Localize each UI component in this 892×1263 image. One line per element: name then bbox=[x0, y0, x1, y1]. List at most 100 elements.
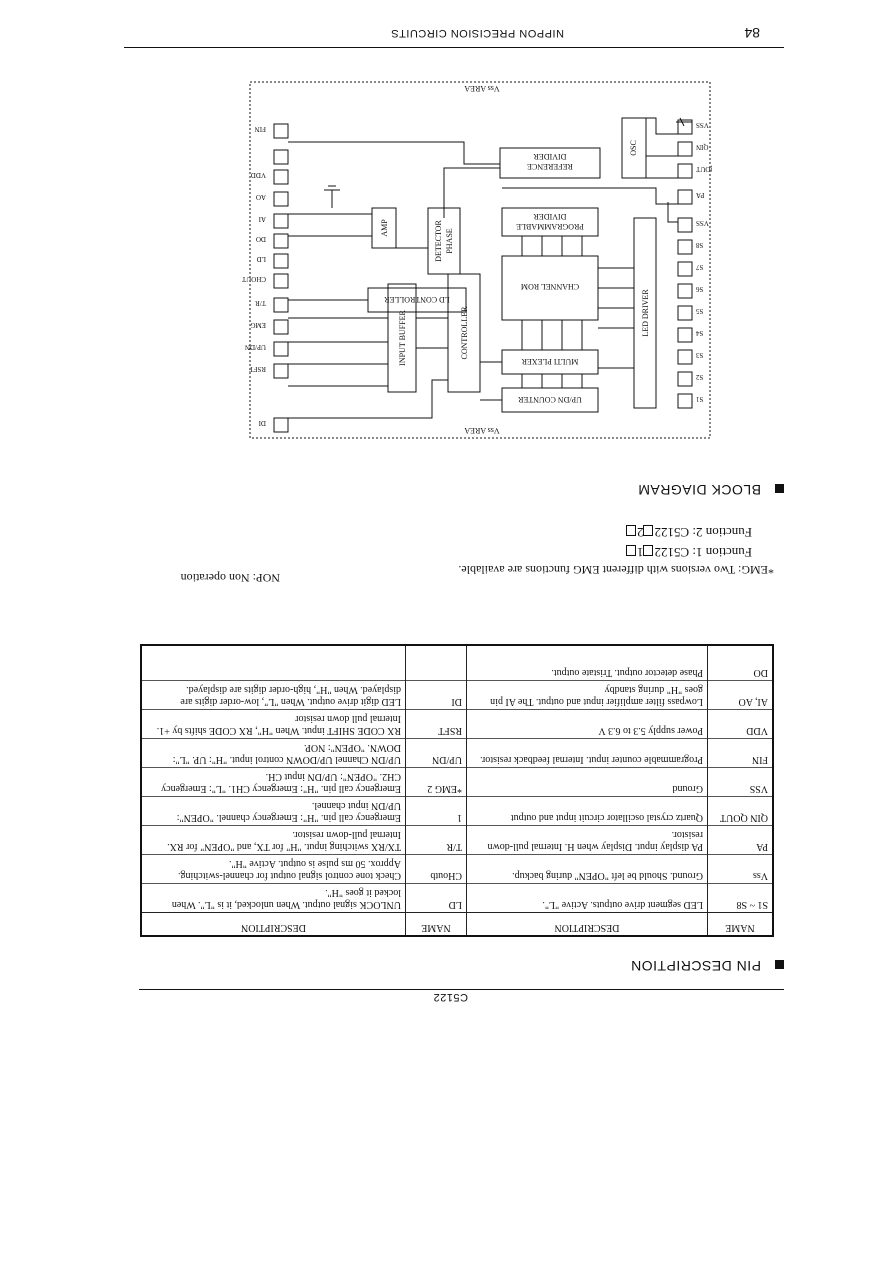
table-row: VSS Ground *EMG 2 Emergency call pin. "H… bbox=[141, 767, 773, 797]
col-header: DESCRIPTION bbox=[141, 912, 406, 936]
pin-name: DI bbox=[405, 680, 467, 710]
block-label: INPUT BUFFER bbox=[398, 310, 407, 366]
block-label: CHANNEL ROM bbox=[521, 282, 579, 291]
programmable-divider-block bbox=[501, 207, 599, 237]
pin-desc: Emergency call pin. "H": Emergency CH1. … bbox=[141, 767, 406, 797]
pin-name: VSS bbox=[707, 767, 773, 797]
pin-label: DI bbox=[258, 419, 266, 427]
footer-rule bbox=[124, 47, 784, 48]
pin-label: VSS bbox=[696, 219, 709, 227]
header-rule bbox=[139, 989, 784, 990]
part-number: C5122 bbox=[433, 991, 468, 1003]
pin-label: T/R bbox=[255, 299, 266, 307]
pin-label: QOUT bbox=[695, 165, 712, 173]
pin-desc: Check tone control signal output for cha… bbox=[141, 854, 406, 884]
table-row: Vss Ground. Should be left "OPEN" during… bbox=[141, 854, 773, 884]
function-2-label: Function 2: C5122 bbox=[654, 525, 752, 540]
col-header: NAME bbox=[707, 912, 773, 936]
pin-desc bbox=[141, 645, 406, 681]
pin-label: PA bbox=[696, 191, 704, 199]
pin-label: FIN bbox=[255, 125, 266, 133]
pin-name: Vss bbox=[707, 854, 773, 884]
section-title: BLOCK DIAGRAM bbox=[637, 482, 761, 498]
company-name: NIPPON PRECISION CIRCUITS bbox=[390, 27, 564, 39]
pin-label: DO bbox=[256, 235, 266, 243]
pin-name: FIN bbox=[707, 738, 773, 768]
block-label: CONTROLLER bbox=[460, 306, 469, 360]
block-label: OSC bbox=[629, 140, 638, 156]
function-1: Function 1: C51221 bbox=[625, 544, 752, 560]
section-marker-icon bbox=[775, 960, 784, 970]
pin-name: AI, AO bbox=[707, 680, 773, 710]
vss-area-label: Vss AREA bbox=[464, 84, 500, 93]
function-1-label: Function 1: C5122 bbox=[654, 545, 752, 560]
pin-desc: Emergency call pin. "H": Emergency chann… bbox=[141, 796, 406, 826]
table-row: VDD Power supply 5.3 to 6.3 V RSFT RX CO… bbox=[141, 709, 773, 739]
led-driver-block bbox=[633, 217, 657, 409]
col-header: NAME bbox=[405, 912, 467, 936]
emg-note: *EMG: Two versions with different EMG fu… bbox=[458, 563, 774, 577]
pin-desc: Ground bbox=[466, 767, 708, 797]
pin-name: CHoutb bbox=[405, 854, 467, 884]
pin-desc: Ground. Should be left "OPEN" during bac… bbox=[466, 854, 708, 884]
pin-desc: TX/RX switching input. "H" for TX, and "… bbox=[141, 825, 406, 855]
pin-label: RSFT bbox=[249, 365, 266, 373]
pin-label: S3 bbox=[696, 351, 704, 359]
pin-name: LD bbox=[405, 883, 467, 913]
pin-name: S1 ~ S8 bbox=[707, 883, 773, 913]
block-label: MULTI PLEXER bbox=[521, 357, 578, 366]
vss-area-label: Vss AREA bbox=[464, 426, 500, 435]
checkbox-icon bbox=[643, 525, 654, 537]
pin-label: AO bbox=[256, 193, 266, 201]
table-row: QIN QOUT Quartz crystal oscillator circu… bbox=[141, 796, 773, 826]
pin-desc: RX CODE SHIFT input. When "H", RX CODE s… bbox=[141, 709, 406, 739]
block-label: LD CONTROLLER bbox=[384, 295, 450, 304]
pin-desc: Lowpass filter amplifier input and outpu… bbox=[466, 680, 708, 710]
pin-name: UP/DN bbox=[405, 738, 467, 768]
input-buffer-block bbox=[387, 283, 417, 393]
checkbox-icon bbox=[625, 525, 636, 537]
right-pins bbox=[273, 123, 289, 433]
pin-desc: LED segment drive outputs. Active "L". bbox=[466, 883, 708, 913]
pin-name: VDD bbox=[707, 709, 773, 739]
pin-label: VDD bbox=[251, 171, 266, 179]
pin-description-heading: PIN DESCRIPTION bbox=[631, 958, 784, 974]
pin-label: AI bbox=[258, 215, 266, 223]
block-label: PHASE bbox=[445, 228, 454, 253]
table-row: FIN Programmable counter input. Internal… bbox=[141, 738, 773, 768]
page-number: 84 bbox=[744, 25, 760, 41]
col-header: DESCRIPTION bbox=[466, 912, 708, 936]
table-header-row: NAME DESCRIPTION NAME DESCRIPTION bbox=[141, 912, 773, 936]
function-2: Function 2: C5122 2 bbox=[625, 524, 752, 540]
pin-label: S5 bbox=[696, 307, 704, 315]
pin-name: *EMG 2 bbox=[405, 767, 467, 797]
pin-label: S6 bbox=[696, 285, 704, 293]
pin-desc: PA display input. Display when H. Intern… bbox=[466, 825, 708, 855]
pin-label: S2 bbox=[696, 373, 704, 381]
block-label: DIVIDER bbox=[533, 212, 567, 221]
block-label: PROGRAMMABLE bbox=[516, 222, 584, 231]
table-row: S1 ~ S8 LED segment drive outputs. Activ… bbox=[141, 883, 773, 913]
table-row: PA PA display input. Display when H. Int… bbox=[141, 825, 773, 855]
pin-label: S1 bbox=[696, 395, 704, 403]
pin-desc: Quartz crystal oscillator circuit input … bbox=[466, 796, 708, 826]
checkbox-icon bbox=[625, 545, 636, 557]
section-marker-icon bbox=[775, 484, 784, 494]
pin-desc: LED digit drive output. When "L", low-or… bbox=[141, 680, 406, 710]
controller-block bbox=[447, 273, 481, 393]
block-label: LED DRIVER bbox=[641, 289, 650, 337]
pin-name: 1 bbox=[405, 796, 467, 826]
amp-block bbox=[371, 207, 397, 249]
section-title: PIN DESCRIPTION bbox=[630, 958, 761, 974]
pin-name bbox=[405, 645, 467, 681]
pin-label: VSS bbox=[696, 121, 709, 129]
pin-label: UP/DN bbox=[245, 343, 266, 351]
table-row: AI, AO Lowpass filter amplifier input an… bbox=[141, 680, 773, 710]
pin-label: S4 bbox=[696, 329, 704, 337]
function-2-suffix: 2 bbox=[636, 525, 644, 540]
pin-name: T/R bbox=[405, 825, 467, 855]
block-label: AMP bbox=[380, 219, 389, 237]
reference-divider-block bbox=[499, 147, 601, 179]
pin-desc: UNLOCK signal output. When unlocked, it … bbox=[141, 883, 406, 913]
pin-label: EMG bbox=[250, 321, 266, 329]
